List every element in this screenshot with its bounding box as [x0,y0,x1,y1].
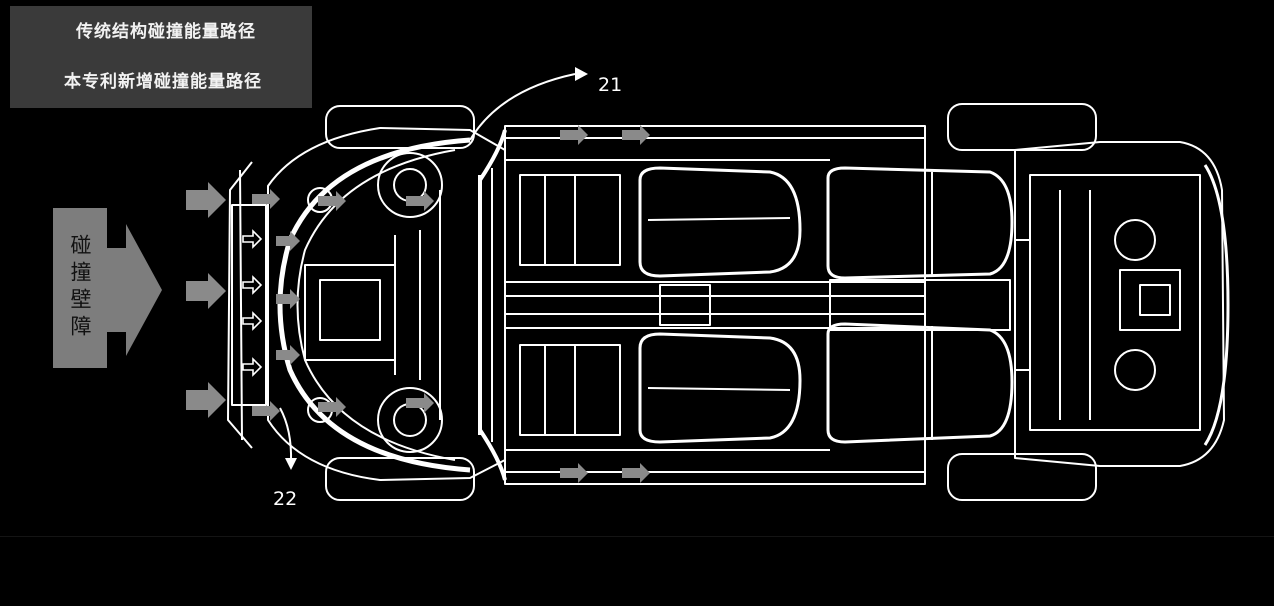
legend: 传统结构碰撞能量路径 本专利新增碰撞能量路径 [10,6,312,108]
front-bumper [227,161,253,449]
traditional-arrow-middle [186,273,226,309]
callout-22: 22 [273,488,298,510]
rear-seat-left [826,166,1014,280]
front-crash-beam [231,204,267,406]
a-pillar-rail-left [478,129,507,182]
traditional-arrow-bottom [186,382,226,418]
traditional-arrow-top [186,182,226,218]
legend-solid-arrow-spacer [22,14,62,44]
front-seat-right [638,332,802,444]
traditional-energy-path [186,125,650,483]
callout-22-leader [279,407,293,463]
bottom-band [0,536,1274,606]
rear-structure-outline [1014,141,1225,467]
front-arc-rail [277,137,471,473]
rear-right-wheel [947,453,1097,501]
cabin-floor [504,125,926,485]
legend-outline-arrow-spacer [22,64,52,94]
a-pillar-rail-right [478,428,507,481]
barrier-arrow-head [106,224,162,356]
barrier-label: 碰撞壁障 [68,234,92,342]
legend-traditional-label: 传统结构碰撞能量路径 [76,21,256,42]
rear-left-wheel [947,103,1097,151]
legend-new-label: 本专利新增碰撞能量路径 [64,71,262,92]
legend-row-traditional: 传统结构碰撞能量路径 [22,14,256,44]
rear-seat-right [826,322,1014,444]
center-tunnel [504,281,926,329]
legend-row-new: 本专利新增碰撞能量路径 [22,64,262,94]
new-energy-path [242,229,263,377]
callout-21-leader [469,73,576,141]
front-seat-left [638,166,802,278]
front-structure-outline [267,127,506,481]
callout-21: 21 [598,74,623,96]
crash-barrier: 碰撞壁障 [53,208,107,368]
front-left-wheel [325,105,475,149]
